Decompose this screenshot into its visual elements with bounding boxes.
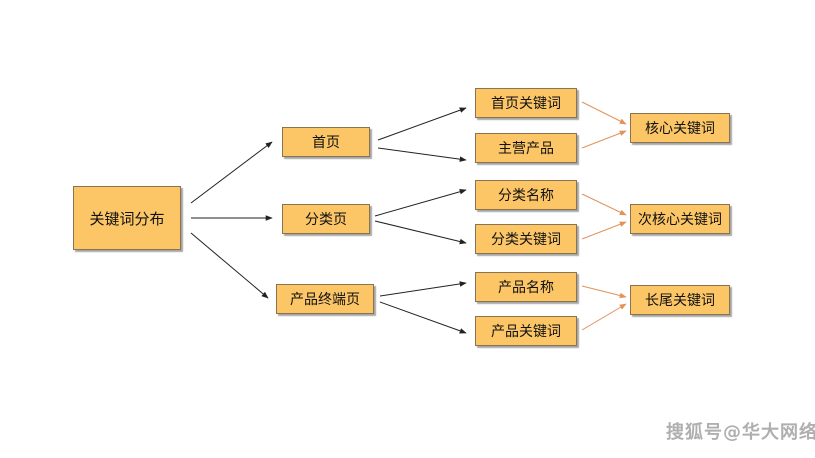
node-keyword-distribution: 关键词分布 xyxy=(73,186,181,250)
arrow-category-to-category-name xyxy=(374,189,467,217)
arrow-product-to-product-name xyxy=(379,281,467,297)
node-product-name: 产品名称 xyxy=(475,272,577,302)
node-product-keywords: 产品关键词 xyxy=(475,316,577,346)
arrow-category-keywords-to-secondary xyxy=(581,221,627,240)
arrow-home-to-main-products xyxy=(377,147,467,162)
watermark: 搜狐号@华大网络 xyxy=(666,422,815,443)
arrow-category-name-to-secondary xyxy=(581,193,627,216)
arrow-product-keywords-to-long-tail xyxy=(581,303,627,331)
node-home-page: 首页 xyxy=(282,127,370,157)
arrow-main-products-to-core xyxy=(581,130,627,149)
arrow-root-to-home xyxy=(190,141,273,204)
arrow-category-to-category-keywords xyxy=(374,220,467,245)
arrow-root-to-product xyxy=(190,232,269,299)
node-product-page: 产品终端页 xyxy=(276,284,374,314)
node-category-page: 分类页 xyxy=(282,204,370,234)
node-category-name: 分类名称 xyxy=(475,180,577,210)
arrow-home-to-home-keywords xyxy=(377,107,467,141)
node-home-keywords: 首页关键词 xyxy=(475,88,577,118)
node-main-products: 主营产品 xyxy=(475,133,577,163)
node-core-keywords: 核心关键词 xyxy=(630,113,730,143)
arrow-home-keywords-to-core xyxy=(581,101,627,125)
arrow-product-to-product-keywords xyxy=(379,301,467,334)
arrow-product-name-to-long-tail xyxy=(581,285,627,299)
node-long-tail-keywords: 长尾关键词 xyxy=(630,285,730,315)
node-secondary-keywords: 次核心关键词 xyxy=(630,204,730,234)
node-category-keywords: 分类关键词 xyxy=(475,224,577,254)
